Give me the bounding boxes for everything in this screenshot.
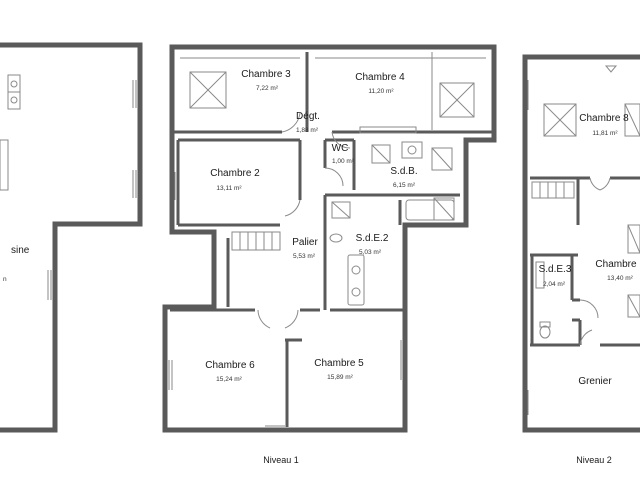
room-name-palier: Palier — [292, 237, 318, 248]
room-area-chambre-7: 13,40 m² — [607, 275, 633, 282]
niveau2-fixtures — [527, 65, 640, 415]
room-name-degt: Dégt. — [296, 111, 320, 122]
left-plan-walls — [0, 42, 143, 433]
room-name-chambre-4: Chambre 4 — [355, 72, 405, 83]
room-area-chambre-3: 7,22 m² — [255, 85, 279, 92]
left-plan-details — [0, 74, 137, 300]
room-name-chambre-5: Chambre 5 — [314, 358, 364, 369]
niveau1-outer-walls — [162, 44, 497, 433]
room-area-chambre-6: 15,24 m² — [216, 376, 242, 383]
room-area-palier: 5,53 m² — [292, 253, 316, 260]
room-name-chambre-6: Chambre 6 — [205, 360, 255, 371]
niveau1-inner-walls — [170, 52, 494, 427]
room-area-sde-3: 2,04 m² — [542, 281, 566, 288]
niveau2-outer-walls — [522, 54, 640, 433]
level-label-niveau-2: Niveau 2 — [576, 455, 612, 465]
room-area-degt: 1,88 m² — [295, 127, 319, 134]
room-area-chambre-2: 13,11 m² — [216, 185, 242, 192]
room-area-sdb: 6,15 m² — [392, 182, 416, 189]
room-name-chambre-3: Chambre 3 — [241, 69, 291, 80]
room-area-cuisine: n — [3, 276, 7, 283]
room-name-wc: WC — [331, 143, 349, 154]
room-area-chambre-4: 11,20 m² — [368, 88, 394, 95]
room-name-cuisine: sine — [11, 245, 30, 256]
room-area-chambre-8: 11,81 m² — [592, 130, 618, 137]
room-name-grenier: Grenier — [578, 376, 612, 387]
niveau2-inner-walls — [530, 176, 640, 347]
room-name-chambre-7: Chambre — [595, 259, 637, 270]
niveau1-fixtures — [168, 52, 486, 427]
room-name-sde-3: S.d.E.3 — [538, 264, 572, 275]
level-label-niveau-1: Niveau 1 — [263, 455, 299, 465]
room-name-sdb: S.d.B. — [390, 166, 418, 177]
room-area-wc: 1,00 m² — [331, 158, 355, 165]
room-name-sde-2: S.d.E.2 — [355, 233, 389, 244]
room-name-chambre-2: Chambre 2 — [210, 168, 260, 179]
room-area-sde-2: 5,03 m² — [358, 249, 382, 256]
room-name-chambre-8: Chambre 8 — [579, 113, 629, 124]
room-area-chambre-5: 15,89 m² — [327, 374, 353, 381]
